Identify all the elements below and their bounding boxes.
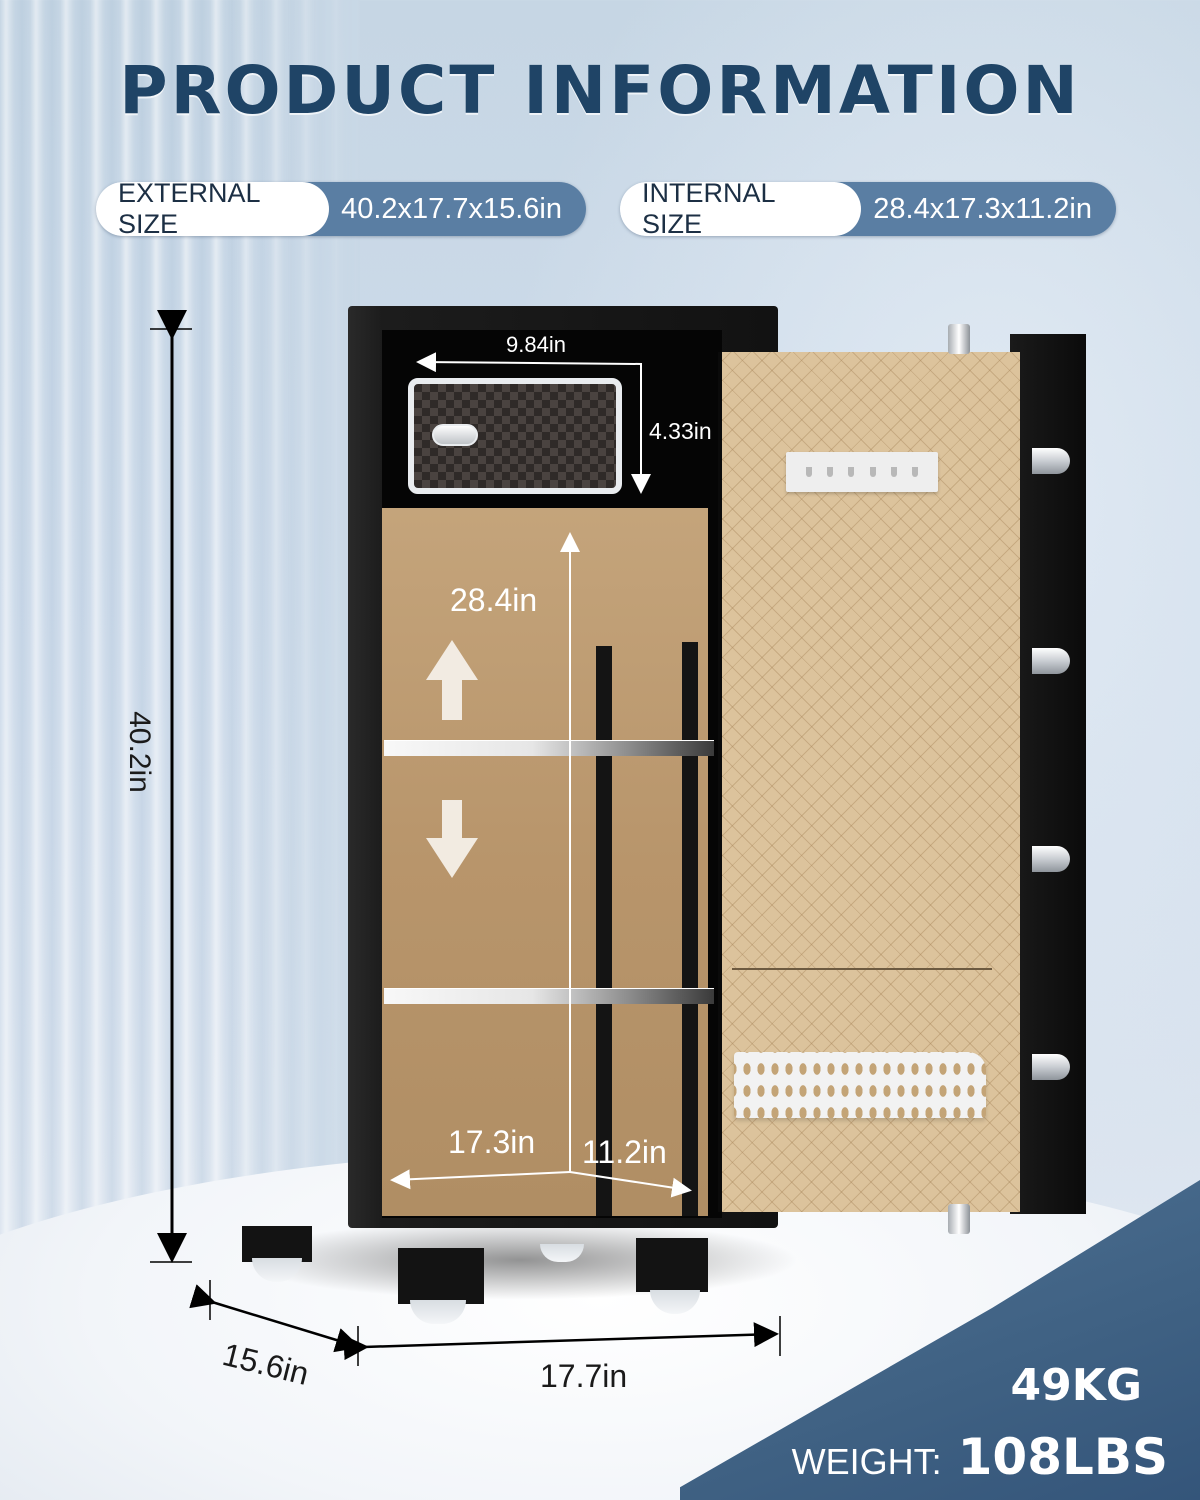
key-rack (786, 452, 938, 492)
safe-cabinet-interior (382, 508, 708, 1216)
internal-width-label: 17.3in (448, 1124, 536, 1160)
locking-bolt (1032, 648, 1070, 674)
key-hook-icon (805, 467, 812, 477)
external-size-value: 40.2x17.7x15.6in (303, 182, 586, 236)
external-size-label: EXTERNAL SIZE (96, 182, 330, 236)
lockbox-width-label: 9.84in (506, 332, 566, 357)
internal-size-label: INTERNAL SIZE (620, 182, 862, 236)
internal-depth-label: 11.2in (582, 1134, 667, 1170)
locking-bolt (1032, 1054, 1070, 1080)
external-size-badge: EXTERNAL SIZE 40.2x17.7x15.6in (96, 182, 586, 236)
weight-kg: 49KG (1010, 1360, 1142, 1411)
hinge-top (948, 324, 970, 354)
key-hook-icon (890, 467, 897, 477)
locking-bolt (1032, 846, 1070, 872)
internal-size-value: 28.4x17.3x11.2in (835, 182, 1116, 236)
internal-height-label: 28.4in (450, 582, 538, 618)
weight-lbs: 108LBS (957, 1428, 1168, 1486)
internal-size-badge: INTERNAL SIZE 28.4x17.3x11.2in (620, 182, 1116, 236)
caster-back-left (242, 1226, 312, 1262)
caster-front-left (398, 1248, 484, 1304)
shelf-rail-right (682, 642, 698, 1216)
external-height-label: 40.2in (122, 711, 156, 793)
key-hook-icon (848, 467, 855, 477)
key-hook-icon (869, 467, 876, 477)
shelf-lower (384, 988, 714, 1004)
door-document-slot (732, 968, 992, 970)
hinge-bottom (948, 1204, 970, 1234)
key-hook-icon (912, 467, 919, 477)
locking-bolt (1032, 448, 1070, 474)
shelf-rail-left (596, 646, 612, 1216)
wheel-icon (540, 1244, 584, 1262)
page-title: PRODUCT INFORMATION (119, 52, 1081, 129)
weight-label: WEIGHT: (791, 1441, 942, 1482)
lockbox-height-label: 4.33in (649, 418, 712, 444)
lockbox-handle[interactable] (432, 424, 478, 446)
key-hook-icon (826, 467, 833, 477)
external-width-label: 17.7in (540, 1358, 628, 1394)
caster-front-right (636, 1238, 708, 1292)
door-storage-pocket (734, 1052, 986, 1118)
weight-row: WEIGHT: 108LBS (792, 1428, 1168, 1486)
shelf-upper (384, 740, 714, 756)
